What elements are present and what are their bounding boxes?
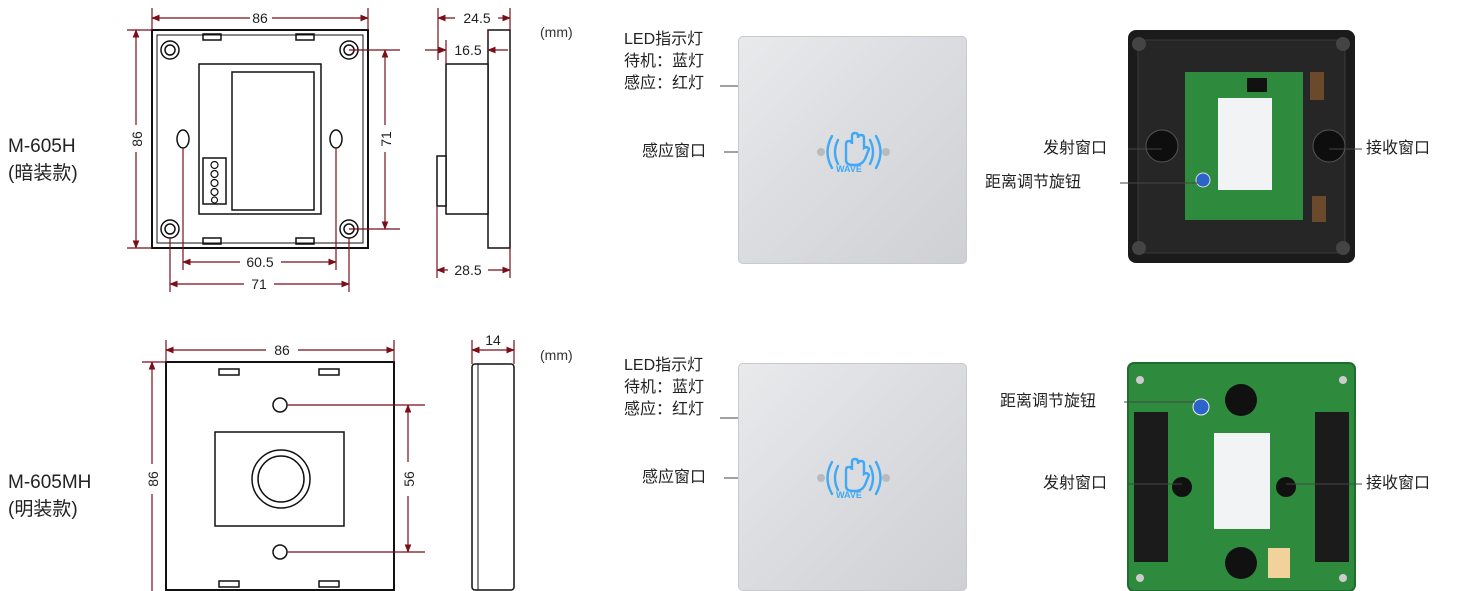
pcb-photo-m605h [1128, 30, 1355, 263]
led-legend-m605mh: LED指示灯 待机：蓝灯 感应：红灯 [624, 355, 704, 421]
led-title: LED指示灯 [624, 357, 704, 374]
led-legend-m605h: LED指示灯 待机：蓝灯 感应：红灯 [624, 29, 704, 95]
dim-depth-back: 28.5 [454, 262, 481, 278]
led-sensing: 感应：红灯 [624, 401, 705, 418]
pcb-leaders [1120, 148, 1362, 485]
dim-height-mh: 86 [145, 471, 161, 487]
receive-window-label: 接收窗口 [1366, 475, 1431, 492]
led-standby: 待机：蓝灯 [624, 53, 705, 70]
mount-type: (暗装款) [8, 163, 78, 184]
dim-width-mh: 86 [274, 342, 290, 358]
distance-knob-label: 距离调节旋钮 [1000, 393, 1097, 410]
dimensions-m605mh-back [142, 340, 425, 591]
dim-width: 86 [252, 10, 268, 26]
led-title: LED指示灯 [624, 31, 704, 48]
front-panel-m605h [738, 36, 967, 264]
side-view-m605h [436, 29, 511, 249]
led-standby: 待机：蓝灯 [624, 379, 705, 396]
pcb-photo-m605mh [1127, 362, 1356, 591]
sensor-window-label: 感应窗口 [642, 143, 707, 160]
transmit-window-label: 发射窗口 [1043, 475, 1108, 492]
dim-hole-vertical-mh: 56 [401, 471, 417, 487]
sensor-window-label: 感应窗口 [642, 469, 707, 486]
model-name-m605mh: M-605MH (明装款) [8, 469, 91, 523]
dim-depth-body: 16.5 [454, 42, 481, 58]
front-panel-m605mh [738, 363, 967, 591]
distance-knob-label: 距离调节旋钮 [985, 174, 1082, 191]
wave-label: WAVE [836, 490, 862, 500]
side-view-m605mh [471, 363, 515, 591]
model-name: M-605MH [8, 472, 92, 493]
units-label-1: (mm) [540, 24, 573, 40]
dim-height: 86 [129, 131, 145, 147]
transmit-window-label: 发射窗口 [1043, 140, 1108, 157]
dim-depth-total: 24.5 [463, 10, 490, 26]
mount-type: (明装款) [8, 499, 78, 520]
dimensions-m605h-back [127, 8, 400, 292]
dimensions-m605mh-side [471, 340, 515, 364]
dim-hole-inner: 60.5 [246, 254, 273, 270]
model-name: M-605H [8, 136, 76, 157]
units-label-2: (mm) [540, 347, 573, 363]
dim-depth-mh: 14 [485, 332, 501, 348]
dim-hole-outer: 71 [251, 276, 267, 292]
dimensions-m605h-side [425, 8, 511, 278]
dim-hole-vertical: 71 [378, 131, 394, 147]
model-name-m605h: M-605H (暗装款) [8, 133, 78, 187]
receive-window-label: 接收窗口 [1366, 140, 1431, 157]
led-sensing: 感应：红灯 [624, 75, 705, 92]
back-view-m605h [151, 29, 369, 249]
wave-label: WAVE [836, 164, 862, 174]
